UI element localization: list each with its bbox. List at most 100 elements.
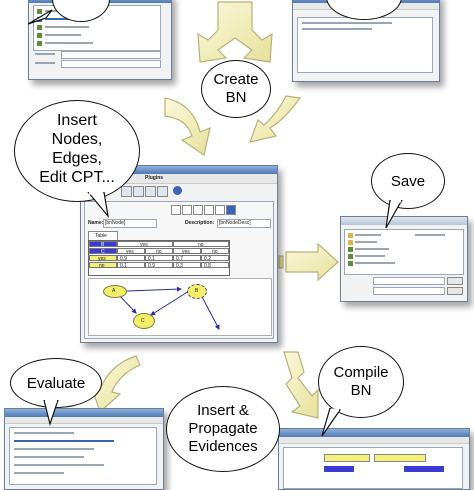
tool-icon[interactable]: [171, 205, 181, 215]
text-line: [302, 22, 392, 24]
bubble-compile-text: Compile BN: [333, 364, 389, 399]
evidence-bar: [374, 454, 426, 462]
table-cell: yes: [173, 248, 201, 255]
evidence-bar: [324, 454, 370, 462]
table-row-header: no: [89, 262, 117, 269]
tool-icon[interactable]: [121, 186, 132, 197]
evidence-bar: [404, 466, 444, 472]
tool-icon[interactable]: [215, 205, 225, 215]
evidence-bar: [324, 466, 354, 472]
text-line: [14, 440, 114, 442]
bubble-tail: [321, 408, 342, 437]
tool-bar: [279, 437, 469, 444]
bubble-create-text: Create BN: [213, 71, 259, 106]
name-field[interactable]: [bnNode]: [103, 219, 157, 228]
row-label: no: [99, 263, 105, 269]
flow-arrows: [91, 1, 339, 419]
table-cell: no: [201, 248, 229, 255]
cell-value: 0.8: [204, 263, 211, 269]
evidence-panel: [283, 447, 463, 489]
cell-value: yes: [126, 249, 134, 255]
list-line: [355, 234, 381, 236]
cell-value: 0.9: [120, 256, 127, 262]
toolbar: [121, 186, 271, 198]
table-cell: no: [145, 248, 173, 255]
bubble-tail: [27, 9, 53, 25]
table-cell[interactable]: 0.3: [173, 262, 201, 269]
list-line: [45, 18, 75, 20]
table-cell[interactable]: 0.9: [145, 262, 173, 269]
menu-plugins[interactable]: Plugins: [145, 175, 164, 181]
name-label: Name:: [88, 220, 104, 226]
table-cell[interactable]: 0.9: [117, 255, 145, 262]
text-line: [14, 472, 64, 474]
graph-canvas[interactable]: A B C: [88, 278, 272, 336]
list-line: [45, 34, 81, 36]
tool-icon[interactable]: [193, 205, 203, 215]
text-line: [302, 28, 372, 30]
text-field[interactable]: [61, 60, 161, 68]
title-bar: [341, 217, 467, 225]
row-label: yes: [98, 256, 106, 262]
save-button[interactable]: [447, 277, 463, 285]
bubble-insert-text: Insert Nodes, Edges, Edit CPT...: [39, 112, 115, 186]
list-line: [355, 248, 389, 250]
tool-icon[interactable]: [226, 205, 236, 215]
node-icon: [37, 25, 42, 30]
info-icon[interactable]: [173, 186, 182, 195]
window-editor: Plugins Name: [bnNode] Description: [bnN…: [80, 165, 278, 343]
cell-value: 0.1: [148, 256, 155, 262]
window-bottom-right: [278, 428, 470, 490]
table-cell[interactable]: 0.2: [201, 255, 229, 262]
name-value: [bnNode]: [105, 220, 126, 226]
title-bar: [5, 409, 163, 417]
graph-node-a[interactable]: A: [103, 285, 127, 298]
filename-field[interactable]: [373, 277, 445, 285]
cell-value: no: [212, 249, 218, 255]
tool-icon[interactable]: [133, 186, 144, 197]
graph-node-c[interactable]: C: [133, 313, 155, 329]
tool-icon[interactable]: [182, 205, 192, 215]
table-cell: yes: [117, 248, 145, 255]
table-row-header: C: [89, 248, 117, 255]
file-icon: [348, 261, 353, 266]
list-line: [45, 42, 93, 44]
text-field[interactable]: [61, 51, 161, 59]
cancel-button[interactable]: [447, 287, 463, 295]
tool-icon[interactable]: [204, 205, 214, 215]
edge: [150, 290, 190, 316]
bubble-insert: Insert Nodes, Edges, Edit CPT...: [14, 100, 140, 202]
bubble-evaluate-text: Evaluate: [26, 374, 86, 392]
node-icon: [37, 9, 42, 14]
node-label: B: [195, 288, 199, 294]
text-line: [14, 456, 84, 458]
file-icon: [348, 254, 353, 259]
file-list-panel: [344, 229, 464, 275]
table-cell[interactable]: 0.8: [201, 262, 229, 269]
filetype-field[interactable]: [373, 287, 445, 295]
description-field[interactable]: [bnNodeDesc]: [217, 219, 271, 228]
node-label: C: [141, 318, 145, 324]
file-icon: [348, 247, 353, 252]
list-line: [415, 234, 445, 236]
window-bottom-left: [4, 408, 164, 490]
curve-arrow-evaluate: [91, 355, 141, 414]
arrow-tail-dash: [278, 255, 284, 269]
list-line: [45, 26, 89, 28]
bubble-tail: [87, 192, 109, 218]
graph-node-b[interactable]: B: [187, 284, 207, 299]
bubble-propagate: Insert & Propagate Evidences: [166, 386, 280, 472]
table-cell[interactable]: 0.7: [173, 255, 201, 262]
window-save: [340, 216, 468, 302]
tool-icon[interactable]: [145, 186, 156, 197]
table-cell[interactable]: 0.1: [145, 255, 173, 262]
table-cell[interactable]: 0.1: [117, 262, 145, 269]
tool-icon[interactable]: [157, 186, 168, 197]
cell-value: 0.3: [176, 263, 183, 269]
bubble-create-bn: Create BN: [201, 60, 271, 118]
text-line: [14, 448, 94, 450]
title-bar: [279, 429, 469, 437]
window-top-right: [292, 0, 440, 82]
table-row-header: B: [89, 241, 117, 248]
node-icon: [37, 41, 42, 46]
